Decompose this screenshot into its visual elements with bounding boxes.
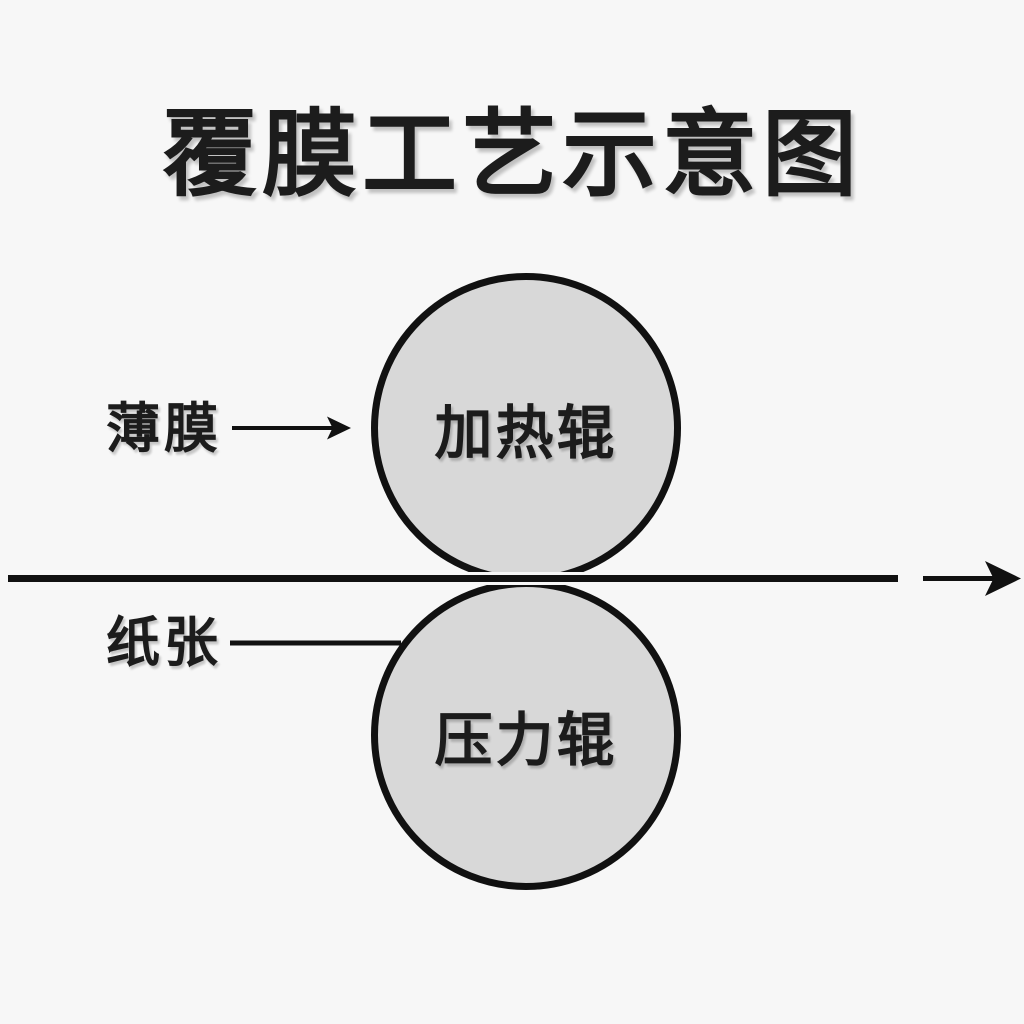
film-arrow-head-icon bbox=[327, 416, 351, 440]
output-arrow-head-icon bbox=[985, 561, 1021, 596]
heating-roller-circle bbox=[371, 273, 681, 583]
pressure-roller-circle bbox=[371, 580, 681, 890]
diagram-title: 覆膜工艺示意图 bbox=[161, 102, 862, 208]
film-label: 薄膜 bbox=[106, 399, 222, 459]
paper-label: 纸张 bbox=[106, 613, 222, 673]
